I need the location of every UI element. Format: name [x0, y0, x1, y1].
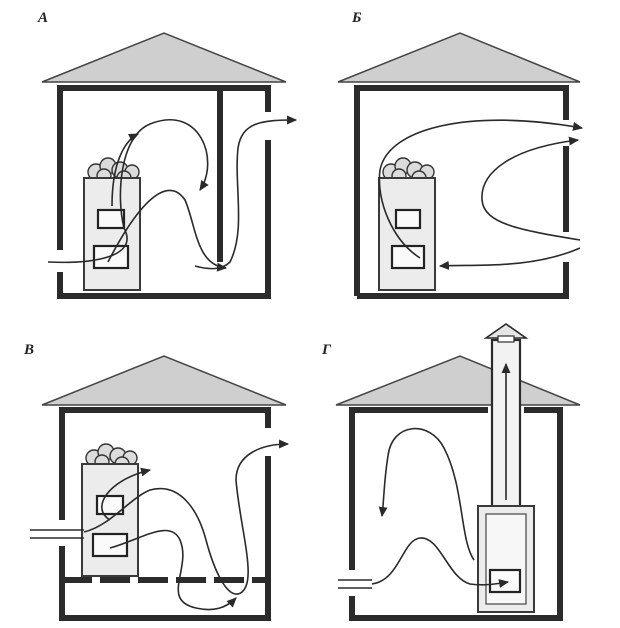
house-wall: [57, 140, 271, 299]
house-wall: [57, 85, 271, 250]
stove-door: [96, 208, 126, 230]
stove-body: [83, 177, 141, 291]
house-wall: [349, 407, 488, 570]
panel-label-b: Б: [351, 10, 362, 26]
panel-v: В: [23, 342, 290, 621]
air-flow-arrow: [438, 247, 581, 270]
air-flow-arrow: [481, 136, 581, 241]
house-wall: [349, 407, 563, 621]
sauna-stove: [83, 157, 141, 291]
stove-door: [394, 208, 422, 230]
roof: [41, 32, 287, 83]
panel-label-v: В: [23, 342, 34, 358]
air-flow-arrow: [107, 189, 228, 272]
panel-b: Б: [337, 10, 584, 299]
panel-a: А: [37, 10, 298, 299]
house-wall: [354, 85, 569, 296]
ash-pit-door: [91, 532, 129, 558]
air-flow-arrow: [378, 119, 584, 259]
sauna-stove: [378, 157, 436, 291]
panel-label-g: Г: [321, 342, 332, 358]
house-wall: [357, 262, 569, 299]
roof: [337, 32, 581, 83]
air-flow-arrow: [47, 118, 209, 264]
air-flow-arrow: [109, 529, 237, 611]
sauna-stove: [81, 443, 139, 577]
air-flow-arrow: [194, 115, 298, 270]
stove-door: [488, 568, 522, 594]
house-wall: [59, 407, 271, 520]
chimney-cap-base: [497, 335, 515, 343]
air-flow-arrow: [371, 537, 510, 588]
stove-body: [378, 177, 436, 291]
panel-g: Г: [321, 323, 581, 621]
air-flow-arrow: [111, 133, 140, 207]
panel-label-a: А: [37, 10, 48, 26]
roof: [335, 355, 581, 406]
air-flow-arrow: [83, 439, 290, 595]
ash-pit-door: [390, 244, 426, 270]
air-flow-arrow: [378, 427, 475, 561]
air-flow-arrow: [101, 467, 152, 521]
roof: [41, 355, 287, 406]
